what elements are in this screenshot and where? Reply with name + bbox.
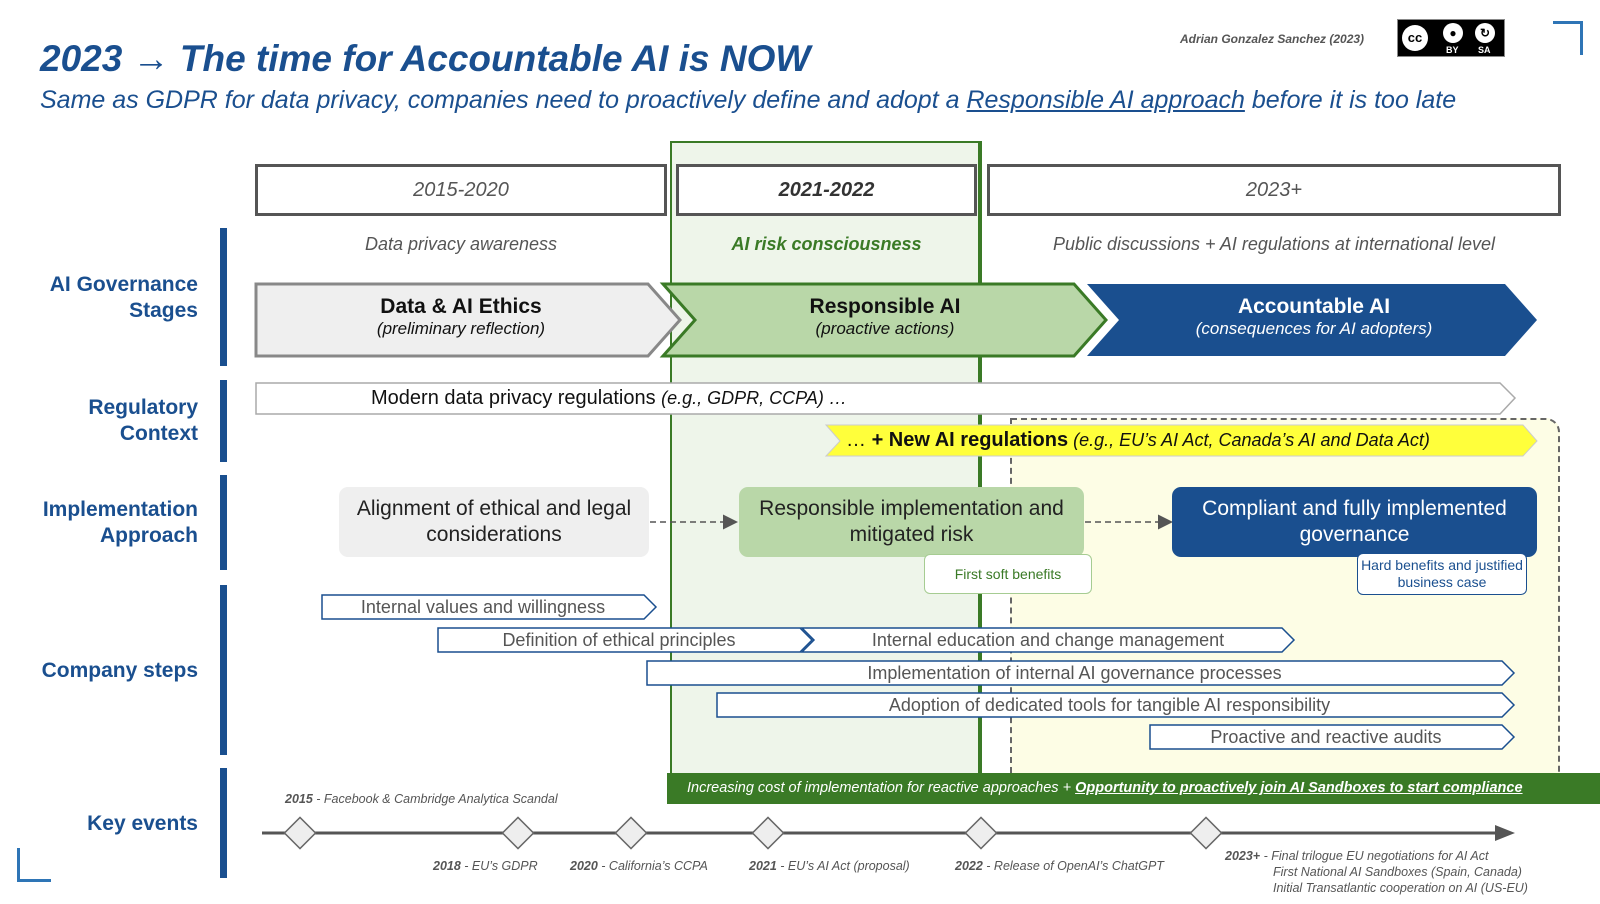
benefit-soft: First soft benefits: [924, 554, 1092, 594]
step-label-audits: Proactive and reactive audits: [1210, 727, 1442, 747]
event-2020: 2020 - California’s CCPA: [570, 859, 708, 873]
row-label-regulatory-context: Regulatory Context: [88, 396, 198, 445]
row-bar-regulatory: [220, 380, 227, 462]
timeline-arrowhead: [1495, 825, 1515, 841]
license-sa: SA: [1478, 45, 1491, 55]
corner-mark-bottom-left: [17, 848, 51, 882]
author-credit: Adrian Gonzalez Sanchez (2023): [1180, 32, 1365, 46]
divider-line-2022: [980, 141, 982, 773]
row-label-key-events: Key events: [87, 812, 198, 835]
cost-banner: Increasing cost of implementation for re…: [667, 773, 1600, 804]
share-alike-icon: ↻: [1475, 23, 1495, 43]
event-2023: 2023+ - Final trilogue EU negotiations f…: [1225, 849, 1528, 895]
step-label-values: Internal values and willingness: [360, 597, 606, 617]
stage-accountable-label: Accountable AI (consequences for AI adop…: [1195, 295, 1433, 338]
impl-box-responsible: Responsible implementation and mitigated…: [739, 487, 1084, 557]
cc-icon: cc: [1402, 25, 1428, 51]
event-marker-2021: [751, 816, 785, 850]
row-label-implementation-approach: Implementation Approach: [42, 498, 198, 547]
privacy-regulation-arrow: [255, 382, 1517, 415]
step-arrow-4: [646, 660, 1516, 686]
step-label-principles: Definition of ethical principles: [502, 630, 736, 650]
privacy-regulation-label: Modern data privacy regulations (e.g., G…: [371, 387, 847, 409]
step-arrow-5: [716, 692, 1516, 718]
stage-shape-ethics: [254, 282, 683, 358]
event-2021: 2021 - EU’s AI Act (proposal): [749, 859, 910, 873]
license-by: BY: [1446, 45, 1459, 55]
ai-regulation-label: … + New AI regulations (e.g., EU’s AI Ac…: [846, 429, 1430, 451]
impl-box-alignment: Alignment of ethical and legal considera…: [339, 487, 649, 557]
row-label-governance-stages: AI Governance Stages: [49, 273, 198, 322]
event-marker-2018: [501, 816, 535, 850]
step-arrow-2: [437, 627, 814, 653]
corner-mark-top-right: [1553, 21, 1583, 55]
period-theme-2023-plus: Public discussions + AI regulations at i…: [1052, 234, 1496, 254]
step-arrow-6: [1149, 724, 1516, 750]
cc-license-badge[interactable]: cc ● ↻ BY SA: [1397, 19, 1505, 57]
subtitle-text-post: before it is too late: [1244, 86, 1457, 114]
ai-regulation-arrow: [824, 424, 1538, 457]
page-title: 2023 → The time for Accountable AI is NO…: [40, 38, 811, 79]
event-marker-2023: [1189, 816, 1223, 850]
row-bar-events: [220, 768, 227, 878]
step-arrow-1: [321, 594, 658, 620]
row-label-company-steps: Company steps: [41, 659, 198, 682]
stage-shape-accountable: [1087, 284, 1537, 356]
step-arrow-3: [800, 627, 1296, 653]
sandbox-link[interactable]: Opportunity to proactively join AI Sandb…: [1075, 780, 1523, 796]
step-label-processes: Implementation of internal AI governance…: [867, 663, 1282, 683]
stage-ethics-label: Data & AI Ethics (preliminary reflection…: [376, 295, 546, 338]
event-marker-2022: [964, 816, 998, 850]
period-theme-2015-2020: Data privacy awareness: [364, 234, 558, 254]
event-marker-2020: [614, 816, 648, 850]
person-icon: ●: [1443, 23, 1463, 43]
period-header-2021-2022: 2021-2022: [676, 164, 977, 216]
period-header-2015-2020: 2015-2020: [255, 164, 667, 216]
row-bar-company: [220, 585, 227, 755]
subtitle-text-pre: Same as GDPR for data privacy, companies…: [40, 86, 967, 114]
step-label-education: Internal education and change management: [871, 630, 1225, 650]
event-2018: 2018 - EU’s GDPR: [433, 859, 538, 873]
row-bar-implementation: [220, 475, 227, 570]
benefit-hard: Hard benefits and justified business cas…: [1357, 553, 1527, 595]
event-2015: 2015 - Facebook & Cambridge Analytica Sc…: [285, 792, 558, 806]
subtitle-link[interactable]: Responsible AI approach: [966, 86, 1245, 114]
stage-responsible-label: Responsible AI (proactive actions): [809, 295, 961, 338]
page-subtitle: Same as GDPR for data privacy, companies…: [40, 86, 1456, 115]
event-2022: 2022 - Release of OpenAI’s ChatGPT: [955, 859, 1164, 873]
period-header-2023-plus: 2023+: [987, 164, 1561, 216]
period-theme-2021-2022: AI risk consciousness: [731, 234, 922, 254]
step-label-tools: Adoption of dedicated tools for tangible…: [888, 695, 1331, 715]
impl-box-compliant: Compliant and fully implemented governan…: [1172, 487, 1537, 557]
stage-shape-responsible: [659, 282, 1109, 358]
event-marker-2015: [283, 816, 317, 850]
row-bar-stages: [220, 228, 227, 366]
